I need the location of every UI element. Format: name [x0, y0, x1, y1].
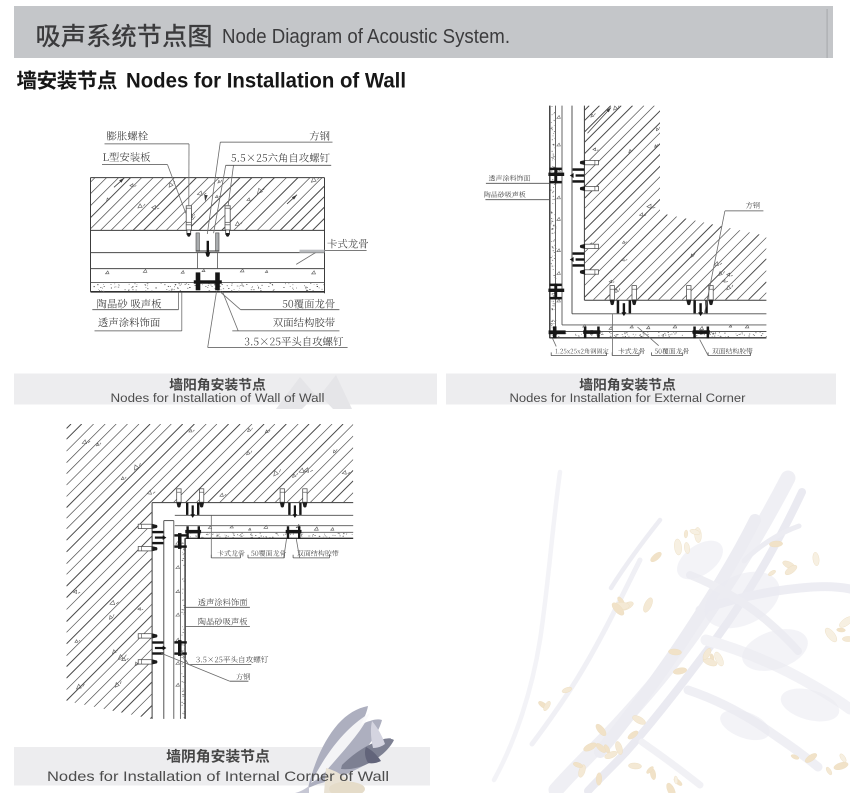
svg-text:Nodes for Installation of Wall: Nodes for Installation of Wall — [126, 68, 406, 92]
svg-text:Nodes for Installation for Ext: Nodes for Installation for External Corn… — [510, 391, 746, 405]
svg-text:Nodes for Installation of Inte: Nodes for Installation of Internal Corne… — [47, 769, 389, 784]
svg-text:Nodes for Installation of Wall: Nodes for Installation of Wall of Wall — [111, 391, 325, 405]
svg-text:Node Diagram of Acoustic Syste: Node Diagram of Acoustic System. — [222, 26, 510, 48]
